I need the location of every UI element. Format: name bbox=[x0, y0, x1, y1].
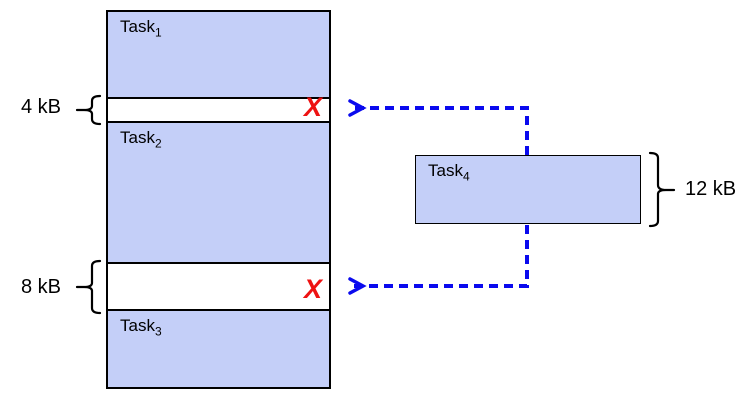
task4-subscript: 4 bbox=[462, 169, 470, 184]
memory-block-task1: Task1 bbox=[108, 12, 329, 99]
gap-4kb-size-label: 4 kB bbox=[20, 96, 62, 118]
task3-name: Task bbox=[120, 316, 155, 335]
brace-8kb-icon bbox=[75, 259, 102, 315]
task4-size-label: 12 kB bbox=[685, 178, 737, 200]
gap-8kb-size-label: 8 kB bbox=[20, 276, 62, 298]
task1-name: Task bbox=[120, 17, 155, 36]
brace-4kb-icon bbox=[75, 94, 102, 126]
memory-block-task3: Task3 bbox=[108, 309, 329, 387]
memory-block-task2: Task2 bbox=[108, 121, 329, 264]
dashed-arrow-to-4kb-gap bbox=[348, 99, 529, 155]
task4-label: Task4 bbox=[428, 161, 470, 183]
task3-subscript: 3 bbox=[154, 324, 162, 339]
reject-x-icon-8kb-gap: X bbox=[303, 274, 322, 304]
task2-subscript: 2 bbox=[154, 136, 162, 151]
memory-column: Task1 Task2 Task3 bbox=[106, 10, 331, 389]
dashed-arrow-to-8kb-gap bbox=[348, 225, 529, 295]
task3-label: Task3 bbox=[120, 316, 162, 338]
reject-x-icon-4kb-gap: X bbox=[303, 92, 322, 122]
task4-name: Task bbox=[428, 161, 463, 180]
memory-gap-4kb bbox=[108, 99, 329, 121]
memory-gap-8kb bbox=[108, 264, 329, 309]
task2-label: Task2 bbox=[120, 128, 162, 150]
task4-box: Task4 bbox=[415, 155, 641, 224]
task1-subscript: 1 bbox=[154, 25, 162, 40]
brace-12kb-icon bbox=[648, 151, 676, 228]
task2-name: Task bbox=[120, 128, 155, 147]
task1-label: Task1 bbox=[120, 17, 162, 39]
